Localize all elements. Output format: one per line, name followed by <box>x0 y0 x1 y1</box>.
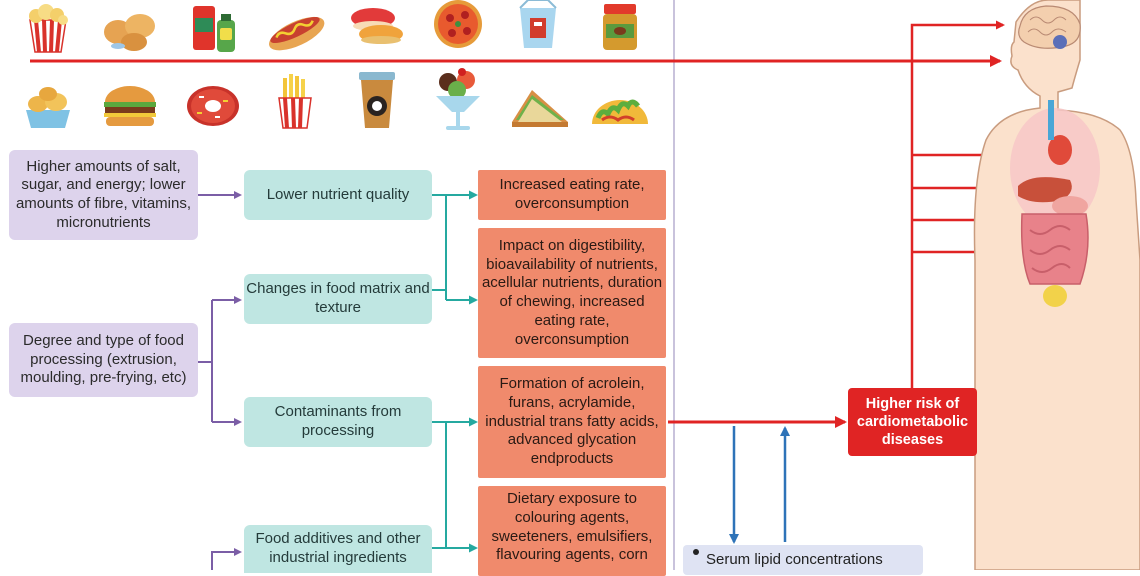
fried-snacks-icon <box>26 87 70 128</box>
cause-processing: Degree and type of food processing (extr… <box>9 323 198 397</box>
human-body-figure <box>973 0 1140 570</box>
effect-digestibility: Impact on digestibility, bioavailability… <box>478 228 666 358</box>
sandwich-icon <box>512 90 568 127</box>
mechanism-additives-text: Food additives and other industrial ingr… <box>255 530 421 566</box>
brain-icon <box>1018 5 1081 49</box>
processing-bracket <box>198 299 240 423</box>
arrow-additives <box>211 548 242 570</box>
bullet-dot <box>693 549 699 555</box>
effect-formation-text: Formation of acrolein, furans, acrylamid… <box>485 375 659 468</box>
bladder-icon <box>1043 285 1067 307</box>
mechanism-food-matrix: Changes in food matrix and texture <box>244 274 432 324</box>
trachea-icon <box>1048 100 1054 140</box>
ice-cream-sundae-icon <box>436 68 480 130</box>
stomach-icon <box>1052 196 1088 216</box>
cause-nutrient-profile: Higher amounts of salt, sugar, and energ… <box>9 150 198 240</box>
takeaway-box-icon <box>519 0 557 48</box>
biomarker-serum-lipids: Serum lipid concentrations <box>706 551 883 568</box>
mechanism-nutrient-quality-text: Lower nutrient quality <box>266 185 410 203</box>
liver-icon <box>1018 177 1072 203</box>
body-silhouette <box>973 0 1140 570</box>
taco-icon <box>592 99 648 124</box>
teal-connectors <box>432 190 478 553</box>
jam-jar-icon <box>603 4 637 50</box>
outcome-risk-box: Higher risk of cardiometabolic diseases <box>848 388 977 456</box>
effect-eating-rate: Increased eating rate, overconsumption <box>478 170 666 220</box>
effect-eating-rate-text: Increased eating rate, overconsumption <box>499 176 645 212</box>
effect-digestibility-text: Impact on digestibility, bioavailability… <box>481 236 663 348</box>
macaron-icon <box>351 8 403 44</box>
mechanism-nutrient-quality: Lower nutrient quality <box>244 170 432 220</box>
chicken-nuggets-icon <box>104 14 155 51</box>
doughnut-icon <box>187 86 239 126</box>
mechanism-contaminants-text: Contaminants from processing <box>274 403 402 439</box>
burger-icon <box>104 86 156 126</box>
heart-icon <box>1048 135 1072 165</box>
pizza-icon <box>434 0 482 48</box>
mechanism-additives: Food additives and other industrial ingr… <box>244 525 432 573</box>
arrow-risk-brain <box>910 20 1005 390</box>
popcorn-icon <box>29 4 68 53</box>
french-fries-icon <box>278 74 312 129</box>
mechanism-contaminants: Contaminants from processing <box>244 397 432 447</box>
biomarker-box: Serum lipid concentrations <box>683 545 923 575</box>
cause-processing-text: Degree and type of food processing (extr… <box>20 331 187 387</box>
coffee-cup-icon <box>359 72 395 128</box>
effect-formation: Formation of acrolein, furans, acrylamid… <box>478 366 666 478</box>
intestines-icon <box>1020 213 1089 285</box>
effect-dietary-exposure-text: Dietary exposure to colouring agents, sw… <box>491 490 653 564</box>
mechanism-food-matrix-text: Changes in food matrix and texture <box>246 280 430 316</box>
hot-dog-icon <box>269 16 325 51</box>
outcome-risk-text: Higher risk of cardiometabolic diseases <box>856 395 969 449</box>
effect-dietary-exposure: Dietary exposure to colouring agents, sw… <box>478 486 666 576</box>
cause-nutrient-profile-text: Higher amounts of salt, sugar, and energ… <box>15 157 192 231</box>
soda-and-sauce-icon <box>193 6 235 52</box>
